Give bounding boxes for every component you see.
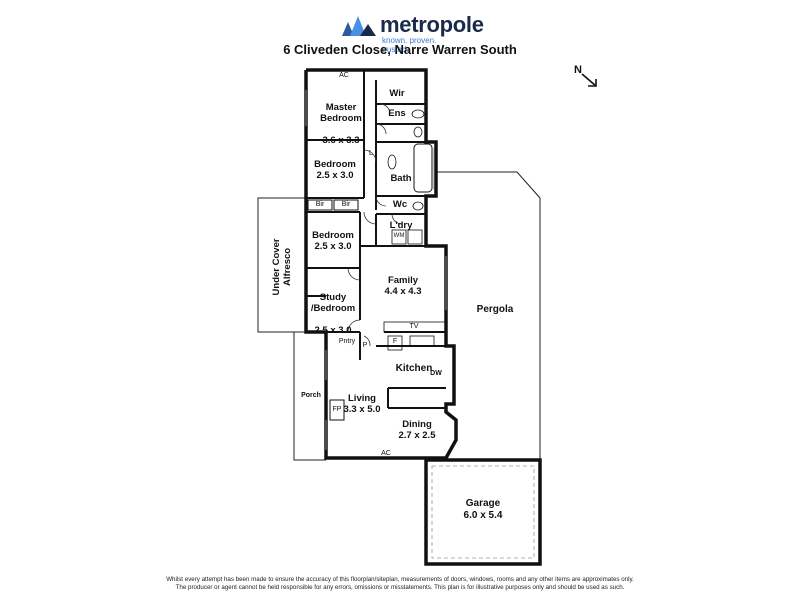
- room-kitchen: Kitchen: [395, 363, 433, 374]
- fixture-fireplace: FP: [332, 406, 342, 413]
- laundry-trough: [407, 229, 423, 245]
- room-garage-dims: 6.0 x 5.4: [463, 509, 503, 521]
- ens-toilet: [413, 126, 423, 138]
- room-master-dims: 3.6 x 3.3: [322, 134, 360, 146]
- north-arrow: N: [574, 64, 604, 92]
- ensuite-basin: [411, 109, 425, 119]
- logo-name: metropole: [380, 12, 484, 37]
- room-bed2-name: Bedroom: [314, 159, 356, 170]
- fixture-linen: L: [369, 150, 373, 157]
- fixture-ac-top: AC: [339, 72, 349, 79]
- room-ens: Ens: [388, 108, 406, 119]
- doors: [347, 103, 403, 347]
- bir-box-2: [333, 199, 359, 211]
- room-master-name: Master Bedroom: [320, 101, 362, 124]
- disclaimer-line-2: The producer or agent cannot be held res…: [175, 583, 625, 591]
- room-bed2-dims: 2.5 x 3.0: [316, 169, 354, 181]
- house-walls: [304, 68, 458, 460]
- room-study-name: Study /Bedroom: [310, 291, 356, 314]
- garage-door-dashed: [431, 465, 535, 559]
- laundry-wm-box: [391, 229, 407, 245]
- fixture-dishwasher: DW: [430, 370, 442, 377]
- north-label: N: [574, 64, 582, 76]
- north-arrow-icon: [581, 73, 597, 87]
- room-bedroom-2: Bedroom 2.5 x 3.0: [306, 159, 364, 182]
- logo-mark-icon: [342, 16, 376, 36]
- alfresco-outline: [257, 197, 306, 333]
- fixture-pantry-p: P: [362, 342, 368, 349]
- room-bir-1: Bir: [315, 201, 325, 208]
- room-living: Living 3.3 x 5.0: [336, 393, 388, 416]
- fp-box: [329, 399, 345, 421]
- room-bed3-name: Bedroom: [312, 230, 354, 241]
- bath-basin: [387, 154, 397, 170]
- room-study: Study /Bedroom 2.5 x 3.0: [306, 282, 360, 348]
- area-porch: Porch: [301, 392, 321, 399]
- page-title: 6 Cliveden Close, Narre Warren South: [283, 42, 517, 57]
- area-pergola: Pergola: [476, 304, 514, 315]
- logo-tagline: known. proven. trusted.: [382, 36, 437, 54]
- room-garage-name: Garage: [465, 498, 501, 509]
- fixture-ac-bottom: AC: [381, 450, 391, 457]
- pergola-outline: [436, 171, 541, 560]
- room-living-name: Living: [348, 393, 376, 404]
- room-bir-2: Bir: [341, 201, 351, 208]
- wc-toilet: [412, 201, 424, 211]
- tv-bench: [383, 321, 447, 333]
- disclaimer: Whilst every attempt has been made to en…: [0, 576, 800, 592]
- room-laundry: L'dry: [389, 220, 413, 231]
- garage-walls: [424, 458, 542, 566]
- fixture-washing-machine: WM: [393, 233, 405, 239]
- room-family-dims: 4.4 x 4.3: [384, 285, 422, 297]
- room-bed3-dims: 2.5 x 3.0: [314, 240, 352, 252]
- room-pantry: Pntry: [338, 338, 356, 345]
- fixture-tv: TV: [409, 323, 419, 330]
- kitchen-cooktop: [409, 335, 435, 347]
- room-bath: Bath: [390, 173, 412, 184]
- fixture-fridge: F: [392, 338, 398, 345]
- room-family-name: Family: [387, 275, 419, 286]
- room-living-dims: 3.3 x 5.0: [343, 403, 381, 415]
- fridge-box: [387, 335, 403, 351]
- bathtub: [413, 143, 433, 193]
- room-dining-name: Dining: [402, 419, 432, 430]
- room-family: Family 4.4 x 4.3: [372, 275, 434, 298]
- area-alfresco: Under Cover Alfresco: [271, 238, 293, 296]
- room-bedroom-3: Bedroom 2.5 x 3.0: [306, 230, 360, 253]
- room-master-bedroom: Master Bedroom 3.6 x 3.3: [306, 92, 376, 158]
- brand-logo: metropole known. proven. trusted.: [342, 12, 484, 54]
- room-wir: Wir: [389, 88, 405, 99]
- bir-box-1: [307, 199, 333, 211]
- room-garage: Garage 6.0 x 5.4: [450, 498, 516, 521]
- windows: [305, 90, 447, 450]
- disclaimer-line-1: Whilst every attempt has been made to en…: [166, 576, 634, 583]
- room-wc: Wc: [392, 199, 408, 210]
- room-dining: Dining 2.7 x 2.5: [392, 419, 442, 442]
- room-dining-dims: 2.7 x 2.5: [398, 429, 436, 441]
- room-study-dims: 2.5 x 3.0: [314, 324, 352, 336]
